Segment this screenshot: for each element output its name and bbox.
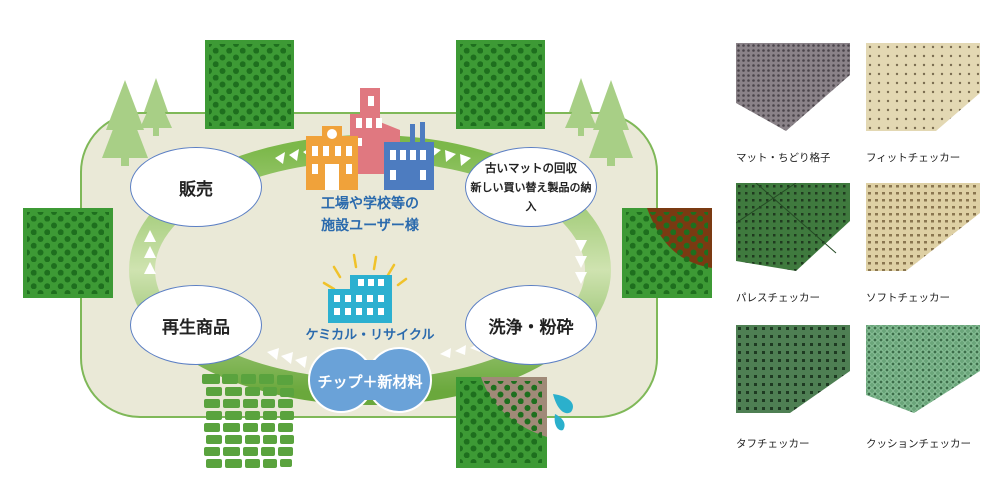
chip-material-badge	[308, 347, 432, 413]
product-image	[736, 43, 850, 131]
product-soft-checker: ソフトチェッカー	[866, 183, 980, 305]
washing-label: 洗浄・粉砕	[488, 317, 574, 338]
water-drop-icon	[553, 394, 573, 431]
users-label-line1: 工場や学校等の	[321, 196, 419, 212]
mat-icon-new-top-left	[205, 40, 294, 129]
collection-label-line1: 古いマットの回収	[485, 160, 577, 175]
mat-icon-left	[23, 208, 113, 298]
product-name: パレスチェッカー	[736, 292, 820, 304]
product-mat-chidori: マット・ちどり格子	[736, 43, 850, 165]
users-label-line2: 施設ユーザー様	[321, 218, 419, 234]
node-sales: 販売	[130, 147, 262, 227]
product-palace-checker: パレスチェッカー	[735, 182, 850, 305]
product-tough-checker: タフチェッカー	[736, 325, 850, 451]
facility-buildings-icon	[306, 88, 434, 190]
product-fit-checker: フィットチェッカー	[866, 43, 980, 165]
product-image	[735, 182, 850, 271]
product-name: クッションチェッカー	[866, 438, 971, 450]
collection-label-line2: 新しい買い替え製品の納入	[470, 180, 592, 213]
chip-pieces-icon	[202, 374, 294, 468]
product-image	[736, 325, 850, 413]
tree-icon-left	[102, 78, 172, 166]
node-collection: 古いマットの回収 新しい買い替え製品の納入	[465, 147, 597, 227]
product-name: フィットチェッカー	[866, 152, 961, 164]
mat-icon-new-top-right	[456, 40, 545, 129]
product-name: タフチェッカー	[736, 438, 810, 450]
sales-label: 販売	[179, 179, 213, 200]
recycled-products-label: 再生商品	[162, 317, 230, 338]
tree-icon-right	[565, 78, 633, 166]
product-image	[866, 325, 980, 413]
product-name: ソフトチェッカー	[866, 292, 950, 304]
recycle-factory-icon	[322, 253, 408, 323]
product-name: マット・ちどり格子	[736, 152, 831, 164]
product-image	[866, 183, 980, 271]
mat-icon-washing	[456, 377, 547, 468]
product-cushion-checker: クッションチェッカー	[866, 325, 980, 451]
mat-icon-dirty-old	[622, 208, 712, 298]
product-image	[866, 43, 980, 131]
facility-users-label: 工場や学校等の 施設ユーザー様	[300, 193, 440, 237]
node-recycled-products: 再生商品	[130, 285, 262, 365]
chemical-recycle-label: ケミカル・リサイクル	[305, 328, 435, 343]
chip-material-label: チップ＋新材料	[317, 373, 423, 391]
node-washing: 洗浄・粉砕	[465, 285, 597, 365]
